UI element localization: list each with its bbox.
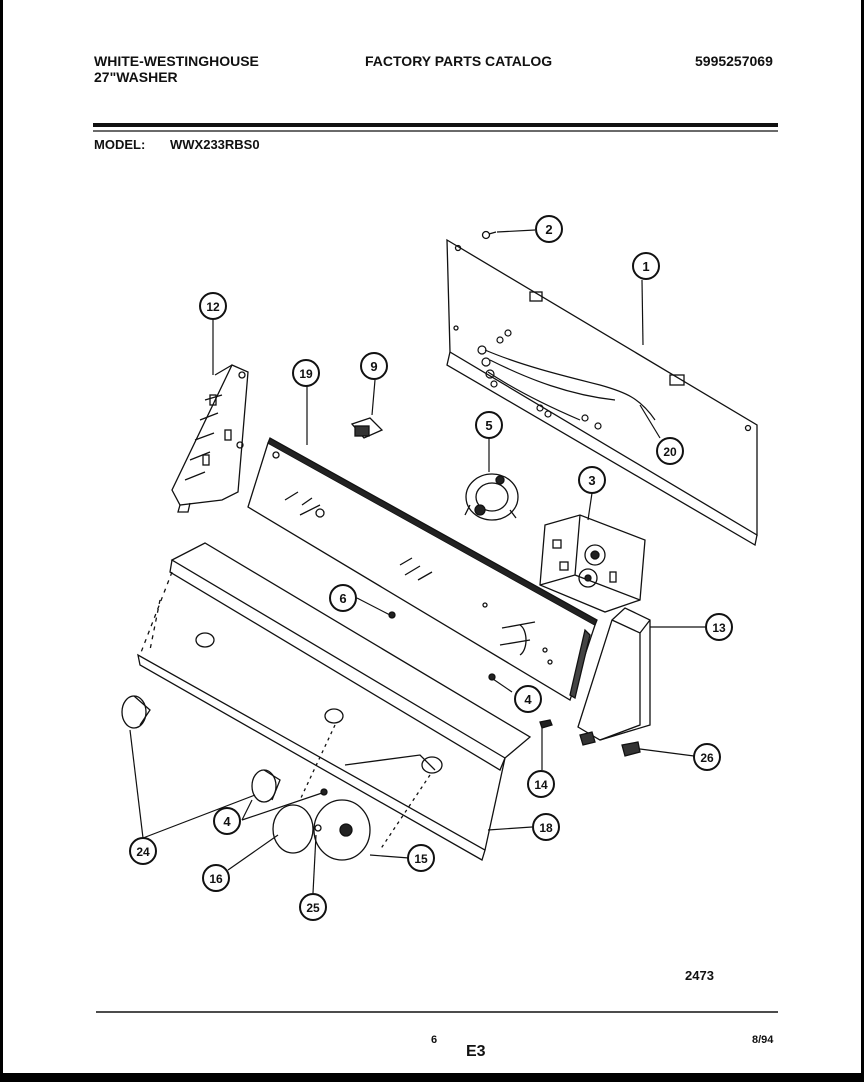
control-panel-part	[247, 437, 598, 701]
callout-label: 14	[534, 778, 548, 792]
footer-date: 8/94	[752, 1034, 774, 1046]
callout-label: 9	[370, 359, 377, 374]
callout-12: 12	[199, 292, 227, 320]
callout-label: 4	[223, 814, 231, 829]
header-product: 27"WASHER	[94, 69, 178, 85]
callout-label: 1	[642, 259, 649, 274]
selector-switch-part	[350, 417, 384, 439]
callout-2: 2	[535, 215, 563, 243]
callout-14: 14	[527, 770, 555, 798]
header-brand: WHITE-WESTINGHOUSE	[94, 53, 259, 69]
knob-part	[121, 611, 553, 861]
callout-label: 16	[209, 872, 223, 886]
callout-3: 3	[578, 466, 606, 494]
callout-label: 26	[700, 751, 714, 765]
end-cap-part	[577, 607, 651, 746]
callout-6: 6	[329, 584, 357, 612]
callout-16: 16	[202, 864, 230, 892]
callout-label: 20	[663, 445, 677, 459]
callout-label: 2	[545, 222, 552, 237]
drawing-number: 2473	[685, 968, 714, 983]
header-catalog-number: 5995257069	[695, 53, 773, 69]
timer-part	[539, 514, 646, 613]
page-number: 6	[431, 1034, 438, 1046]
side-bracket-part	[171, 364, 249, 513]
wire-harness-part	[477, 329, 656, 430]
callout-1: 1	[632, 252, 660, 280]
callout-label: 4	[524, 692, 532, 707]
leader-lines	[129, 229, 706, 894]
callout-label: 3	[588, 473, 595, 488]
screw-part-2	[481, 230, 497, 240]
header-catalog-title: FACTORY PARTS CATALOG	[365, 53, 553, 69]
model-value: WWX233RBS0	[170, 137, 260, 152]
callout-4: 4	[213, 807, 241, 835]
callout-26: 26	[693, 743, 721, 771]
callout-label: 18	[539, 821, 553, 835]
callout-18: 18	[532, 813, 560, 841]
callout-13: 13	[705, 613, 733, 641]
header-rule-thick	[93, 123, 778, 127]
console-part	[137, 542, 532, 861]
callout-15: 15	[407, 844, 435, 872]
callout-label: 15	[414, 852, 428, 866]
callout-label: 25	[306, 901, 320, 915]
callout-20: 20	[656, 437, 684, 465]
water-level-switch-part	[464, 473, 519, 521]
model-label: MODEL:	[94, 137, 146, 152]
callout-label: 6	[339, 591, 346, 606]
callout-25: 25	[299, 893, 327, 921]
callout-24: 24	[129, 837, 157, 865]
clip-part	[621, 741, 641, 757]
callout-label: 5	[485, 418, 492, 433]
callout-4: 4	[514, 685, 542, 713]
callout-label: 24	[136, 845, 150, 859]
callout-label: 19	[299, 367, 313, 381]
callout-5: 5	[475, 411, 503, 439]
callout-label: 12	[206, 300, 220, 314]
section-code: E3	[466, 1043, 486, 1060]
callout-9: 9	[360, 352, 388, 380]
callout-label: 13	[712, 621, 726, 635]
callout-19: 19	[292, 359, 320, 387]
